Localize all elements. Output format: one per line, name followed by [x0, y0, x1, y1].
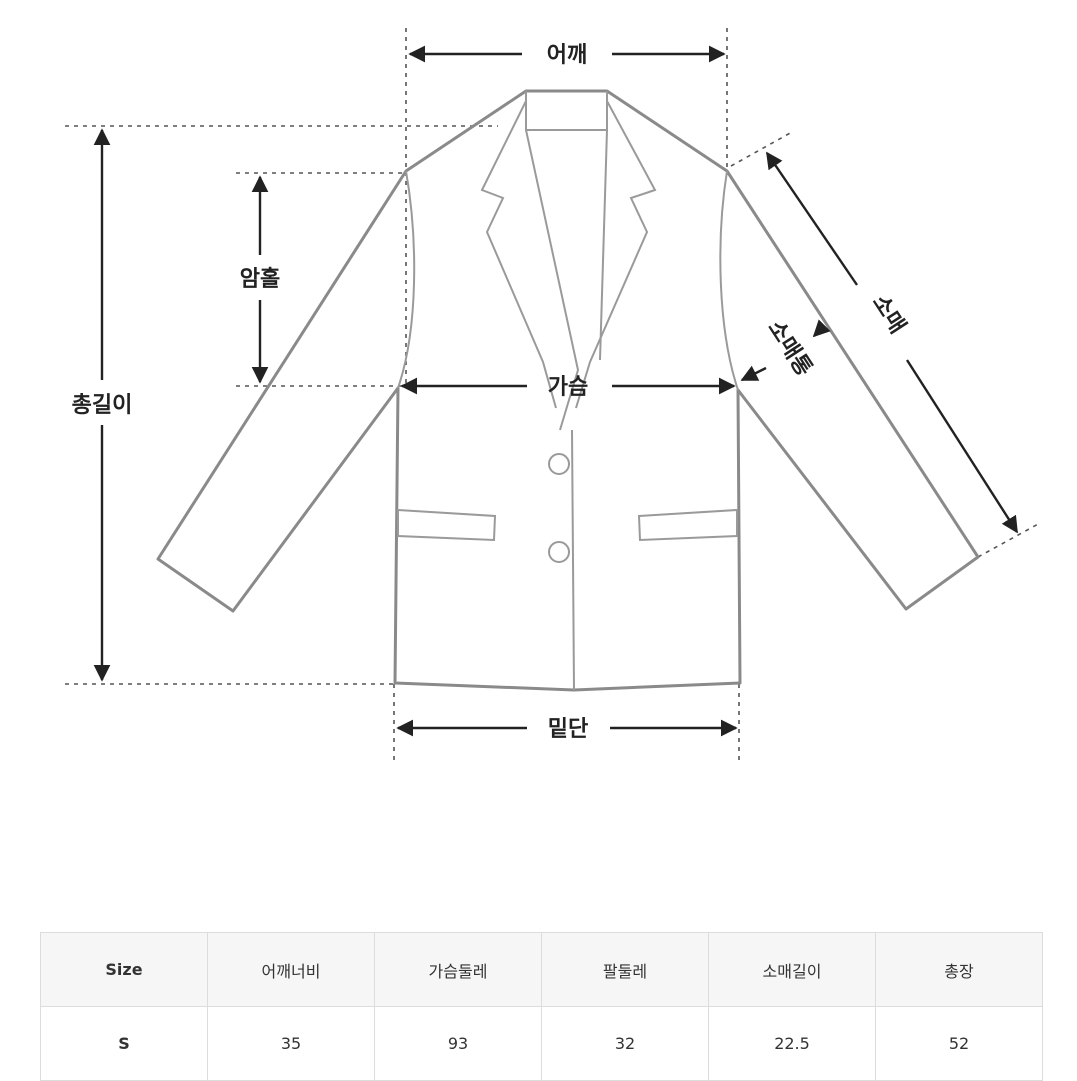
- table-cell: 93: [374, 1006, 542, 1081]
- header-cell: 총장: [875, 932, 1043, 1007]
- armhole-measure: 암홀: [240, 175, 280, 384]
- shoulder-measure: 어깨: [408, 43, 726, 68]
- header-cell: Size: [40, 932, 208, 1007]
- hem-measure: 밑단: [396, 717, 738, 742]
- jacket-measurement-diagram: 어깨 총길이 암홀 가슴 밑단 소매 소매통: [65, 28, 1041, 765]
- jacket-outline: [156, 89, 980, 692]
- total-length-label: 총길이: [72, 393, 133, 418]
- table-header-row: Size 어깨너비 가슴둘레 팔둘레 소매길이 총장: [40, 932, 1043, 1007]
- chest-measure: 가슴: [400, 375, 736, 400]
- table-cell: 35: [207, 1006, 375, 1081]
- header-cell: 소매길이: [708, 932, 876, 1007]
- sleeve-label: 소매: [867, 291, 910, 339]
- table-cell: 52: [875, 1006, 1043, 1081]
- armhole-label: 암홀: [240, 266, 280, 292]
- sleeve-width-measure: 소매통: [740, 316, 831, 382]
- size-table: Size 어깨너비 가슴둘레 팔둘레 소매길이 총장 S 35 93 32 22…: [40, 932, 1043, 1081]
- shoulder-label: 어깨: [547, 43, 587, 68]
- chest-label: 가슴: [548, 375, 588, 400]
- hem-label: 밑단: [548, 717, 588, 742]
- guide-lines: [65, 28, 1041, 765]
- table-cell: 22.5: [708, 1006, 876, 1081]
- total-length-measure: 총길이: [72, 128, 133, 682]
- table-cell: 32: [541, 1006, 709, 1081]
- header-cell: 어깨너비: [207, 932, 375, 1007]
- header-cell: 팔둘레: [541, 932, 709, 1007]
- table-row: S 35 93 32 22.5 52: [40, 1006, 1043, 1081]
- table-cell: S: [40, 1006, 208, 1081]
- header-cell: 가슴둘레: [374, 932, 542, 1007]
- sleeve-width-label: 소매통: [762, 316, 816, 381]
